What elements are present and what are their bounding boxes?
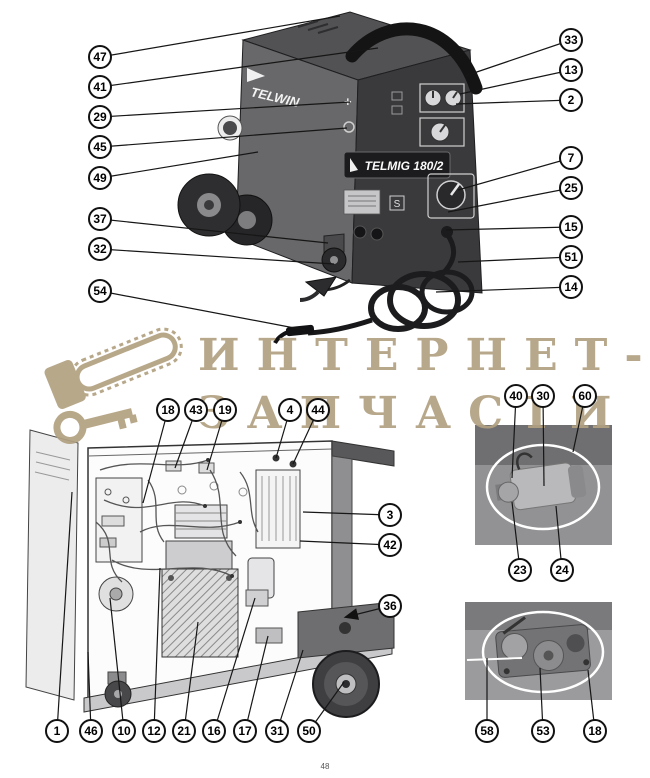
leader-line-54 (99, 290, 306, 331)
leader-line-4 (275, 409, 291, 459)
leader-line-47 (99, 15, 341, 58)
earth-clamp (304, 276, 338, 297)
leader-line-10 (109, 597, 125, 732)
leader-line-16 (213, 597, 256, 732)
telwin-logo-icon (247, 68, 265, 82)
leader-line-3 (302, 511, 391, 516)
rectifier (255, 469, 301, 549)
leader-line-18 (587, 669, 596, 732)
leader-line-60 (572, 395, 586, 453)
leader-line-36 (343, 605, 391, 620)
leader-line-17 (244, 635, 269, 732)
rear-wheels (177, 173, 273, 246)
watermark-text-line1: ИНТЕРНЕТ- (198, 330, 650, 381)
page-number: 48 (320, 762, 330, 771)
leader-line-21 (183, 621, 199, 732)
leader-line-23 (511, 501, 521, 571)
leader-line-1 (56, 491, 73, 732)
plus-symbol: + (344, 94, 352, 109)
transformer (161, 540, 239, 658)
watermark-chainsaw-key-logo-icon (44, 327, 183, 444)
leader-line-33 (464, 39, 572, 77)
leader-line-29 (99, 101, 351, 118)
leader-line-42 (299, 540, 391, 546)
leader-line-19 (206, 409, 226, 471)
round-badge (217, 115, 243, 141)
leader-line-31 (276, 649, 304, 732)
leader-line-45 (99, 127, 348, 148)
leader-line-41 (99, 47, 379, 88)
leader-line-14 (435, 286, 572, 293)
leader-line-2 (455, 99, 572, 105)
front-caster (321, 233, 347, 273)
welder-exterior-illustration: TELWIN + TEL (177, 11, 483, 344)
leader-line-37 (99, 218, 329, 244)
leader-line-40 (511, 395, 517, 479)
leader-line-53 (539, 667, 544, 732)
leader-line-49 (99, 151, 259, 179)
leader-line-43 (174, 409, 197, 469)
rating-plate (343, 189, 381, 215)
s-symbol: S (394, 199, 401, 210)
leader-line-15 (445, 226, 572, 231)
leader-line-12 (153, 567, 161, 732)
model-label: TELMIG 180/2 (365, 159, 444, 173)
leader-line-13 (459, 69, 572, 95)
wire-feeder-inset-photo (465, 602, 612, 700)
leader-line-51 (457, 256, 572, 263)
leader-line-24 (555, 505, 563, 571)
minus-symbol-icon (343, 121, 355, 133)
control-panel: + TELMIG 180/2 (343, 83, 475, 241)
pcb (95, 477, 143, 563)
leader-line-46 (87, 651, 92, 732)
leader-line-7 (457, 157, 572, 191)
leader-line-50 (308, 681, 345, 732)
leader-line-30 (542, 395, 545, 487)
wiring (95, 459, 259, 583)
internal-view-illustration (25, 429, 395, 718)
leader-line-32 (99, 248, 335, 265)
highlight-ellipse (481, 610, 605, 694)
handle (345, 22, 483, 95)
leader-line-18 (142, 409, 169, 504)
leader-line-44 (292, 409, 319, 465)
leader-line-25 (447, 187, 572, 213)
